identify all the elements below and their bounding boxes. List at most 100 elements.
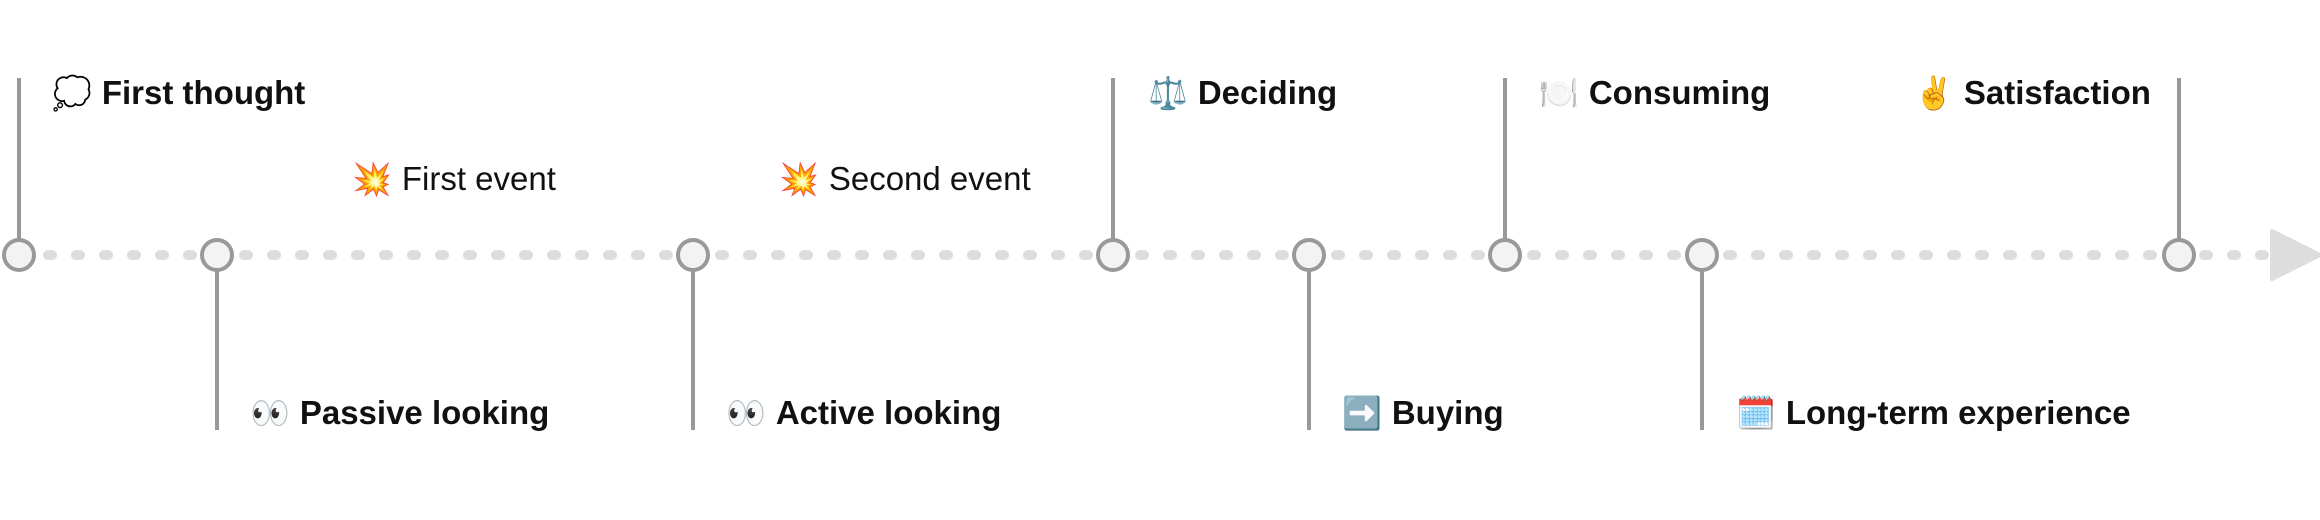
timeline-dot <box>939 250 953 260</box>
node-long-term-experience <box>1685 238 1719 272</box>
timeline-dot <box>603 250 617 260</box>
node-satisfaction <box>2162 238 2196 272</box>
event-first-event: 💥 First event <box>352 159 556 199</box>
timeline-dot <box>743 250 757 260</box>
timeline-dot <box>1191 250 1205 260</box>
timeline-dot <box>1331 250 1345 260</box>
node-deciding <box>1096 238 1130 272</box>
timeline-dot <box>463 250 477 260</box>
timeline-dot <box>2255 250 2269 260</box>
timeline-dot <box>1051 250 1065 260</box>
timeline-dot <box>99 250 113 260</box>
event-label: Second event <box>828 160 1031 197</box>
timeline-dot <box>995 250 1009 260</box>
timeline-dot <box>2003 250 2017 260</box>
timeline-dot <box>1891 250 1905 260</box>
timeline-dot <box>1975 250 1989 260</box>
timeline-dot <box>1079 250 1093 260</box>
timeline-dot <box>547 250 561 260</box>
timeline-dot <box>575 250 589 260</box>
timeline-dot <box>1919 250 1933 260</box>
stage-consuming: 🍽️ Consuming <box>1539 73 1770 113</box>
timeline-dot <box>2227 250 2241 260</box>
victory-hand-icon: ✌️ <box>1914 74 1954 112</box>
timeline-dot <box>155 250 169 260</box>
timeline-nodes <box>2 238 2196 272</box>
timeline-dot <box>1947 250 1961 260</box>
timeline-dot <box>1835 250 1849 260</box>
node-buying <box>1292 238 1326 272</box>
event-second-event: 💥 Second event <box>779 159 1031 199</box>
timeline-dot <box>127 250 141 260</box>
timeline-dot <box>2115 250 2129 260</box>
timeline-dot <box>1527 250 1541 260</box>
timeline-dot <box>2143 250 2157 260</box>
node-active-looking <box>676 238 710 272</box>
timeline-dot <box>2199 250 2213 260</box>
timeline-dot <box>2059 250 2073 260</box>
stage-first-thought: 💭 First thought <box>52 73 305 113</box>
stage-passive-looking: 👀 Passive looking <box>250 393 549 433</box>
collision-icon: 💥 <box>352 160 392 198</box>
timeline-dot <box>351 250 365 260</box>
timeline-dot <box>1471 250 1485 260</box>
timeline-dot <box>1723 250 1737 260</box>
stage-label: Active looking <box>775 394 1002 431</box>
timeline-dot <box>1555 250 1569 260</box>
timeline-dot <box>1247 250 1261 260</box>
node-passive-looking <box>200 238 234 272</box>
collision-icon: 💥 <box>779 160 819 198</box>
stage-label: First thought <box>101 74 306 111</box>
timeline-arrow-icon <box>2270 229 2320 281</box>
thought-balloon-icon: 💭 <box>52 74 92 112</box>
timeline-dot <box>435 250 449 260</box>
eyes-icon: 👀 <box>726 394 766 432</box>
stage-buying: ➡️ Buying <box>1342 393 1504 433</box>
timeline-dot <box>659 250 673 260</box>
timeline-dot <box>1387 250 1401 260</box>
timeline-dot <box>323 250 337 260</box>
stage-label: Satisfaction <box>1963 74 2151 111</box>
timeline-dot <box>43 250 57 260</box>
timeline-dot <box>799 250 813 260</box>
timeline-dot <box>2031 250 2045 260</box>
calendar-icon: 🗓️ <box>1736 394 1776 432</box>
timeline-dot <box>491 250 505 260</box>
timeline-dot <box>1807 250 1821 260</box>
timeline-dot <box>407 250 421 260</box>
timeline-dot <box>239 250 253 260</box>
timeline-dot <box>1443 250 1457 260</box>
timeline-dotted-line <box>43 250 2269 260</box>
timeline-dot <box>1275 250 1289 260</box>
right-arrow-icon: ➡️ <box>1342 394 1382 432</box>
timeline-dot <box>1667 250 1681 260</box>
stage-long-term-experience: 🗓️ Long-term experience <box>1736 393 2131 433</box>
stage-active-looking: 👀 Active looking <box>726 393 1001 433</box>
timeline-dot <box>183 250 197 260</box>
timeline-dot <box>1583 250 1597 260</box>
timeline-dot <box>1639 250 1653 260</box>
node-first-thought <box>2 238 36 272</box>
timeline-dot <box>771 250 785 260</box>
timeline-dot <box>827 250 841 260</box>
timeline-dot <box>1219 250 1233 260</box>
timeline-stems <box>17 78 2181 430</box>
timeline-dot <box>2087 250 2101 260</box>
timeline-dot <box>1863 250 1877 260</box>
stage-deciding: ⚖️ Deciding <box>1148 73 1337 113</box>
timeline-dot <box>1751 250 1765 260</box>
event-label: First event <box>401 160 556 197</box>
stage-label: Passive looking <box>299 394 550 431</box>
balance-scale-icon: ⚖️ <box>1148 74 1188 112</box>
timeline-dot <box>1415 250 1429 260</box>
timeline-dot <box>967 250 981 260</box>
timeline-dot <box>631 250 645 260</box>
timeline-dot <box>519 250 533 260</box>
timeline-dot <box>1779 250 1793 260</box>
timeline-dot <box>883 250 897 260</box>
fork-knife-plate-icon: 🍽️ <box>1539 74 1579 112</box>
timeline-dot <box>1359 250 1373 260</box>
stage-label: Long-term experience <box>1785 394 2131 431</box>
timeline-dot <box>855 250 869 260</box>
